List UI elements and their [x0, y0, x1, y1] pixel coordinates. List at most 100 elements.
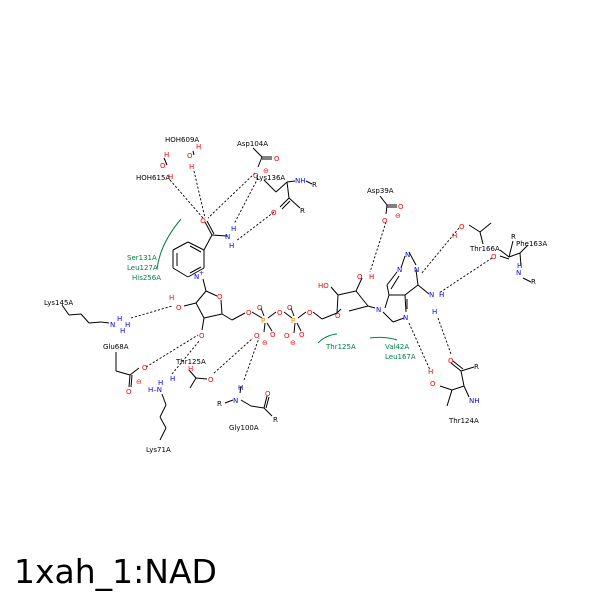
ligand-title: 1xah_1:NAD: [14, 552, 217, 591]
hydrophobic-label-val42: Val42A: [385, 343, 409, 351]
asp104-o1: O: [274, 155, 280, 163]
atom-labels-residues: H O H H O H O O ⊖ NH R R O O O ⊖ O H O R…: [110, 143, 536, 424]
ribose-1-hydroxyl-o: O: [176, 304, 182, 312]
thr124-r: R: [474, 363, 479, 371]
thr124-nh: NH: [469, 397, 480, 405]
pyridinium-nitrogen: N: [194, 273, 199, 281]
adenine-amino-h1: H: [439, 291, 444, 299]
amide-oxygen: O: [200, 217, 206, 225]
residue-label-lys145: Lys145A: [44, 299, 73, 307]
phosphate-1-charge: ⊖: [262, 339, 268, 347]
hoh615-h2: H: [189, 163, 194, 171]
gly100-r2: R: [273, 416, 278, 424]
gly100-r1: R: [217, 400, 222, 408]
asp39-o2: O: [382, 217, 388, 225]
amide-hydrogen-1: H: [231, 225, 236, 233]
thr124-o1: O: [448, 357, 454, 365]
bridge-oxygen-1: O: [246, 309, 252, 317]
thr125-o: O: [208, 376, 214, 384]
gly100-n: N: [233, 397, 238, 405]
phosphate-2-oxygen-bottom: O: [284, 332, 290, 340]
phe163-r1: R: [511, 233, 516, 241]
ribose-2-ring-oxygen: O: [335, 312, 341, 320]
atom-labels-nicotinamide: O N H H N + O H O O O P O O O ⊖ O: [169, 217, 283, 347]
adenine-n1: N: [414, 266, 419, 274]
lys136-r1: R: [312, 181, 317, 189]
lys136-r2: R: [300, 207, 305, 215]
phosphate-2-oxygen-top: O: [287, 304, 293, 312]
residue-label-gly100: Gly100A: [229, 424, 259, 432]
adenine-amino-h2: H: [432, 308, 437, 316]
ribose-2-hydroxyl-h: H: [369, 273, 374, 281]
bridge-oxygen-2: O: [277, 309, 283, 317]
adenine-n7: N: [403, 314, 408, 322]
residue-label-hoh615: HOH615A: [136, 174, 170, 182]
hydrophobic-labels: Ser131A Leu127A His256A Thr125A Val42A L…: [127, 254, 416, 361]
hydrophobic-label-leu127: Leu127A: [127, 264, 158, 272]
amide-nitrogen: N: [225, 233, 230, 241]
phe163-h: H: [517, 262, 522, 270]
phosphate-1-oxygen-top: O: [257, 304, 263, 312]
hydrophobic-arcs: [156, 218, 398, 344]
amide-hydrogen-2: H: [229, 242, 234, 250]
asp104-charge: ⊖: [263, 167, 269, 175]
thr124-o2: O: [430, 380, 436, 388]
residue-labels: HOH609A HOH615A Asp104A Lys136A Asp39A L…: [44, 136, 547, 454]
lys136-o: O: [271, 209, 277, 217]
phe163-o: O: [491, 253, 497, 261]
residue-label-asp39: Asp39A: [367, 187, 394, 195]
adenine-n3: N: [397, 266, 402, 274]
phosphorus-1: P: [261, 317, 265, 325]
adenine-bonds: [382, 251, 430, 323]
hydrophobic-label-leu167: Leu167A: [385, 353, 416, 361]
atom-labels-adenosine: P O O O ⊖ O O HO O H N N N N N N H H: [284, 251, 444, 347]
phe163-r2: R: [531, 278, 536, 286]
ribose-1-ring-oxygen: O: [217, 293, 223, 301]
residue-label-lys136: Lys136A: [256, 174, 285, 182]
lys136-nh: NH: [295, 177, 306, 185]
ribose-2-hydroxyl-ho: HO: [318, 282, 329, 290]
residue-label-glu68: Glu68A: [103, 343, 129, 351]
hoh615-o: O: [187, 152, 193, 160]
diphosphate-bonds: [251, 307, 338, 334]
hydrophobic-arc-left: [156, 218, 182, 270]
thr125-h: H: [188, 365, 193, 373]
residue-label-thr124: Thr124A: [448, 417, 479, 425]
lys145-n: N: [110, 321, 115, 329]
residue-label-thr166: Thr166A: [469, 245, 500, 253]
hydrophobic-arc-right: [369, 336, 398, 341]
pyridinium-charge: +: [199, 270, 204, 277]
hoh615-h1: H: [196, 143, 201, 151]
asp104-o2: O: [253, 172, 259, 180]
lys71-h1: H: [170, 375, 175, 383]
lys71-hn: H–N: [148, 386, 162, 394]
residue-label-phe163: Phe163A: [516, 240, 547, 248]
residue-label-lys71: Lys71A: [146, 446, 171, 454]
residue-label-thr125: Thr125A: [175, 358, 206, 366]
hoh609-h2: H: [168, 173, 173, 181]
lys145-h2: H: [120, 327, 125, 335]
thr124-h: H: [428, 368, 433, 376]
adenine-amino-n: N: [429, 291, 434, 299]
phe163-n: N: [516, 269, 521, 277]
hydrophobic-label-thr125: Thr125A: [325, 343, 356, 351]
glu68-charge: ⊖: [136, 378, 142, 386]
hydrophobic-label-ser131: Ser131A: [127, 254, 157, 262]
phosphate-2-charge: ⊖: [290, 339, 296, 347]
hydrogen-bonds: [130, 170, 493, 381]
glu68-o1: O: [142, 364, 148, 372]
residue-label-asp104: Asp104A: [237, 140, 268, 148]
gly100-h: H: [238, 384, 243, 392]
hydrophobic-label-his256: His256A: [132, 274, 161, 282]
gly100-o: O: [265, 390, 271, 398]
hoh609-o: O: [160, 162, 166, 170]
asp39-o1: O: [398, 203, 404, 211]
phosphate-1-oxygen-bottom: O: [254, 332, 260, 340]
nicotinamide-bonds: [172, 220, 228, 292]
ribose-2-hydroxyl-o: O: [357, 273, 363, 281]
hoh609-h1: H: [164, 151, 169, 159]
ribose-1-hydroxyl-o2: O: [199, 332, 205, 340]
glu68-o2: O: [126, 388, 132, 396]
lys71-h2: H: [158, 379, 163, 387]
